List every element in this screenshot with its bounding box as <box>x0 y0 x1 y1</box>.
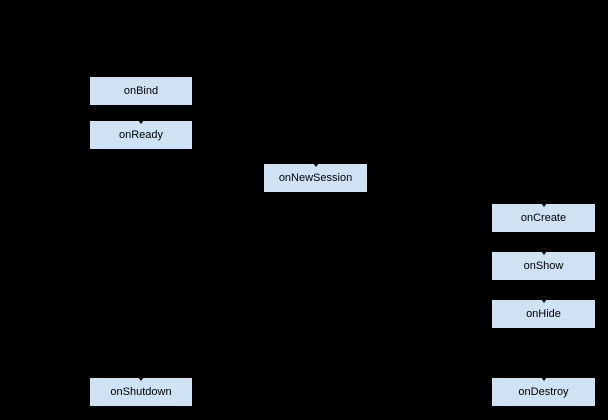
node-oncreate: onCreate <box>491 203 596 233</box>
arrowhead-tip-icon <box>540 203 547 207</box>
arrowhead-tip-icon <box>540 377 547 381</box>
node-onshutdown: onShutdown <box>89 377 193 407</box>
arrowhead-tip-icon <box>540 299 547 303</box>
node-onbind-label: onBind <box>123 84 159 97</box>
node-ondestroy: onDestroy <box>491 377 596 407</box>
arrowhead-tip-icon <box>540 251 547 255</box>
node-onshutdown-label: onShutdown <box>110 385 172 398</box>
arrowhead-tip-icon <box>138 377 144 381</box>
node-onbind: onBind <box>89 76 193 106</box>
arrowhead-tip-icon <box>138 120 144 124</box>
node-onready: onReady <box>89 120 193 150</box>
node-ondestroy-label: onDestroy <box>518 385 569 398</box>
node-onshow-label: onShow <box>523 259 564 272</box>
node-onshow: onShow <box>491 251 596 281</box>
node-oncreate-label: onCreate <box>520 211 567 224</box>
node-onhide-label: onHide <box>526 307 561 320</box>
node-onhide: onHide <box>491 299 596 329</box>
arrowhead-tip-icon <box>312 163 319 167</box>
node-onnewsession: onNewSession <box>263 163 368 193</box>
node-onready-label: onReady <box>118 128 164 141</box>
node-onnewsession-label: onNewSession <box>278 171 353 184</box>
